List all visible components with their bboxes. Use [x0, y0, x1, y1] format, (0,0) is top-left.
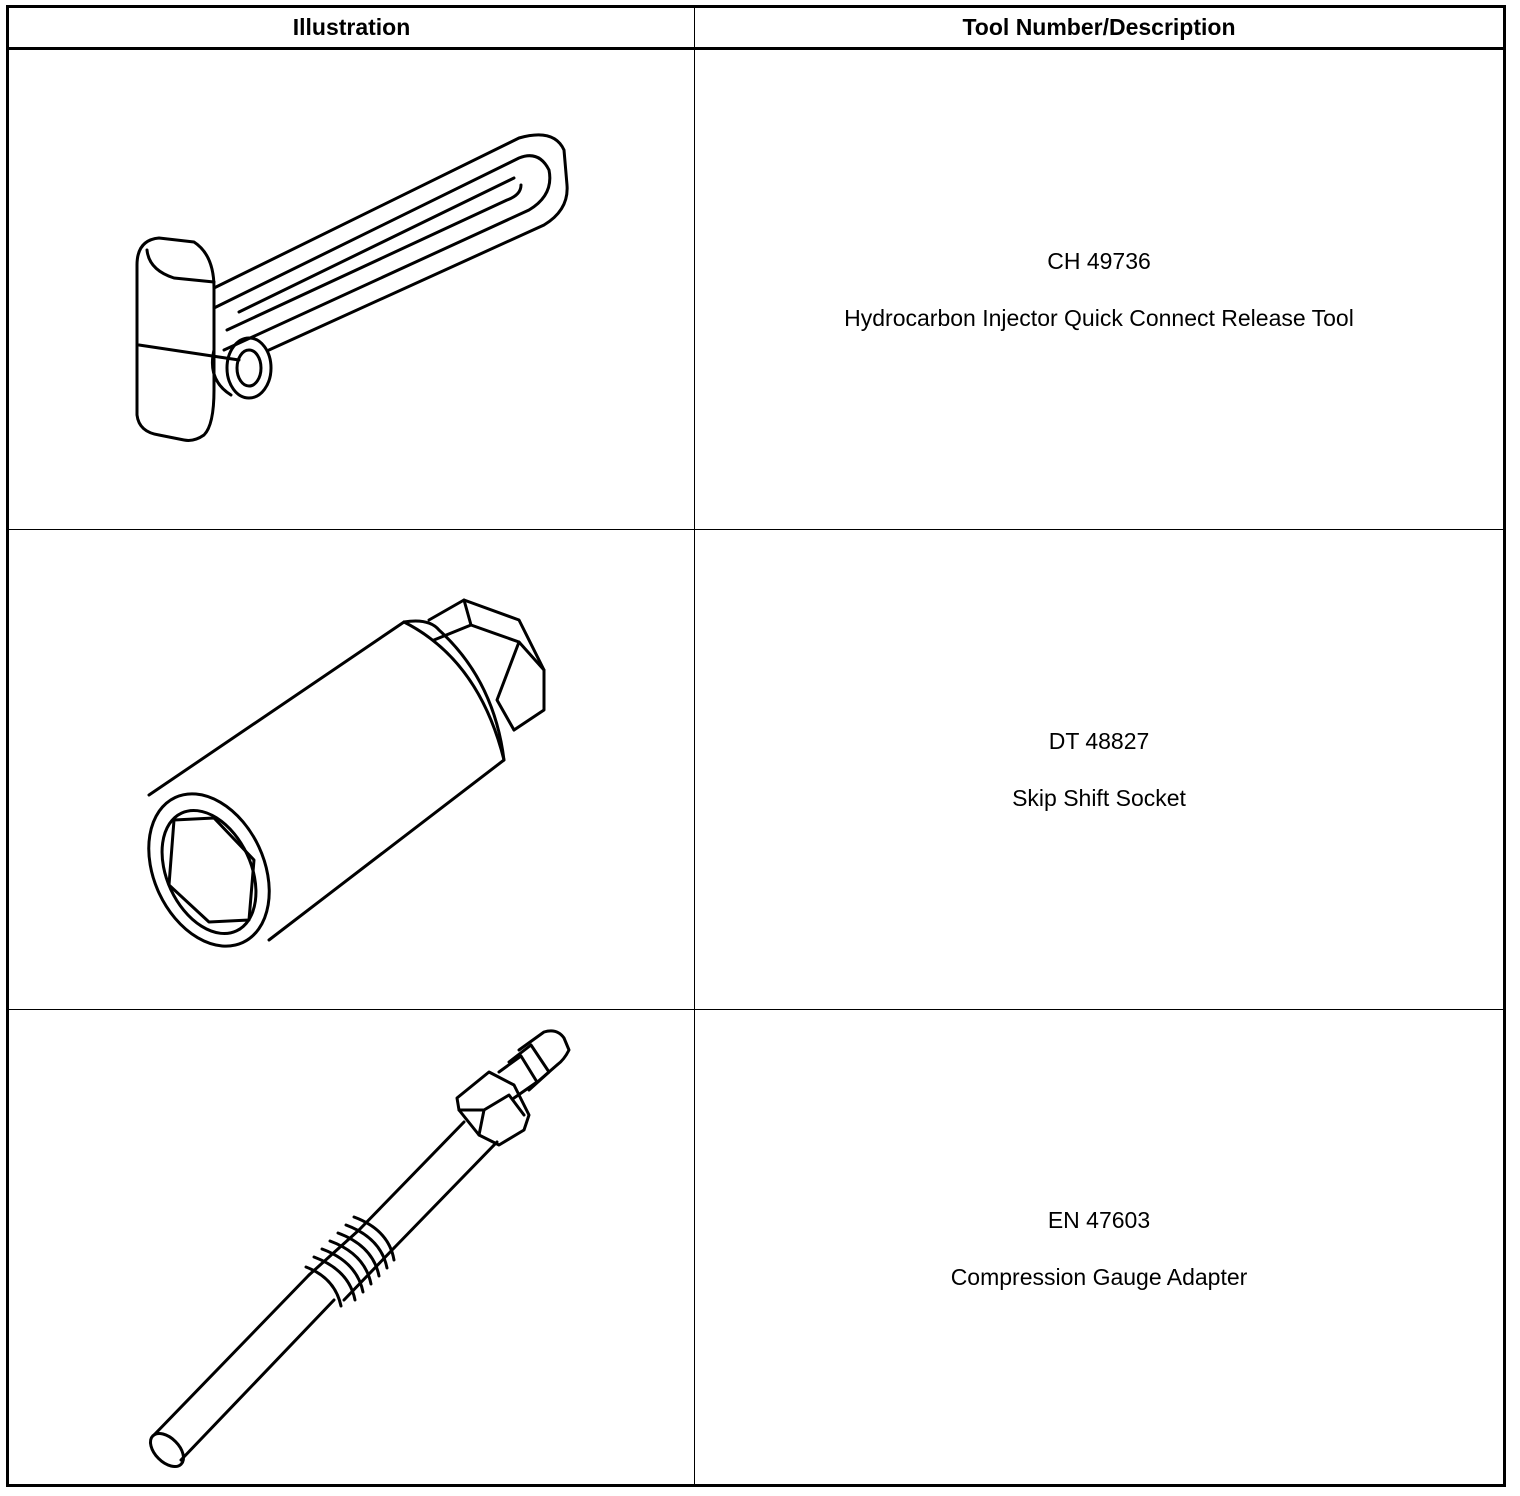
tool-number: EN 47603 — [1047, 1206, 1151, 1233]
tool-info-cell: EN 47603 Compression Gauge Adapter — [695, 1010, 1503, 1487]
header-tool-number-description: Tool Number/Description — [695, 8, 1503, 50]
table-row: DT 48827 Skip Shift Socket — [9, 530, 1503, 1010]
gauge-adapter-icon — [149, 1029, 571, 1468]
tool-description: Compression Gauge Adapter — [950, 1263, 1248, 1290]
tool-description: Hydrocarbon Injector Quick Connect Relea… — [844, 304, 1354, 331]
socket-icon — [147, 598, 546, 948]
header-illustration: Illustration — [9, 8, 695, 50]
tool-number: DT 48827 — [1048, 727, 1150, 754]
tool-info-cell: DT 48827 Skip Shift Socket — [695, 530, 1503, 1009]
tool-info-cell: CH 49736 Hydrocarbon Injector Quick Conn… — [695, 50, 1503, 529]
tool-description: Skip Shift Socket — [1012, 784, 1186, 811]
illustration-cell — [9, 530, 695, 1009]
table-row: CH 49736 Hydrocarbon Injector Quick Conn… — [9, 50, 1503, 530]
illustration-cell — [9, 1010, 695, 1487]
tool-number: CH 49736 — [1047, 247, 1151, 274]
quick-connect-release-tool-icon — [135, 133, 569, 442]
illustration-cell — [9, 50, 695, 529]
tools-table: Illustration Tool Number/Description CH — [6, 5, 1506, 1487]
table-row: EN 47603 Compression Gauge Adapter — [9, 1010, 1503, 1487]
